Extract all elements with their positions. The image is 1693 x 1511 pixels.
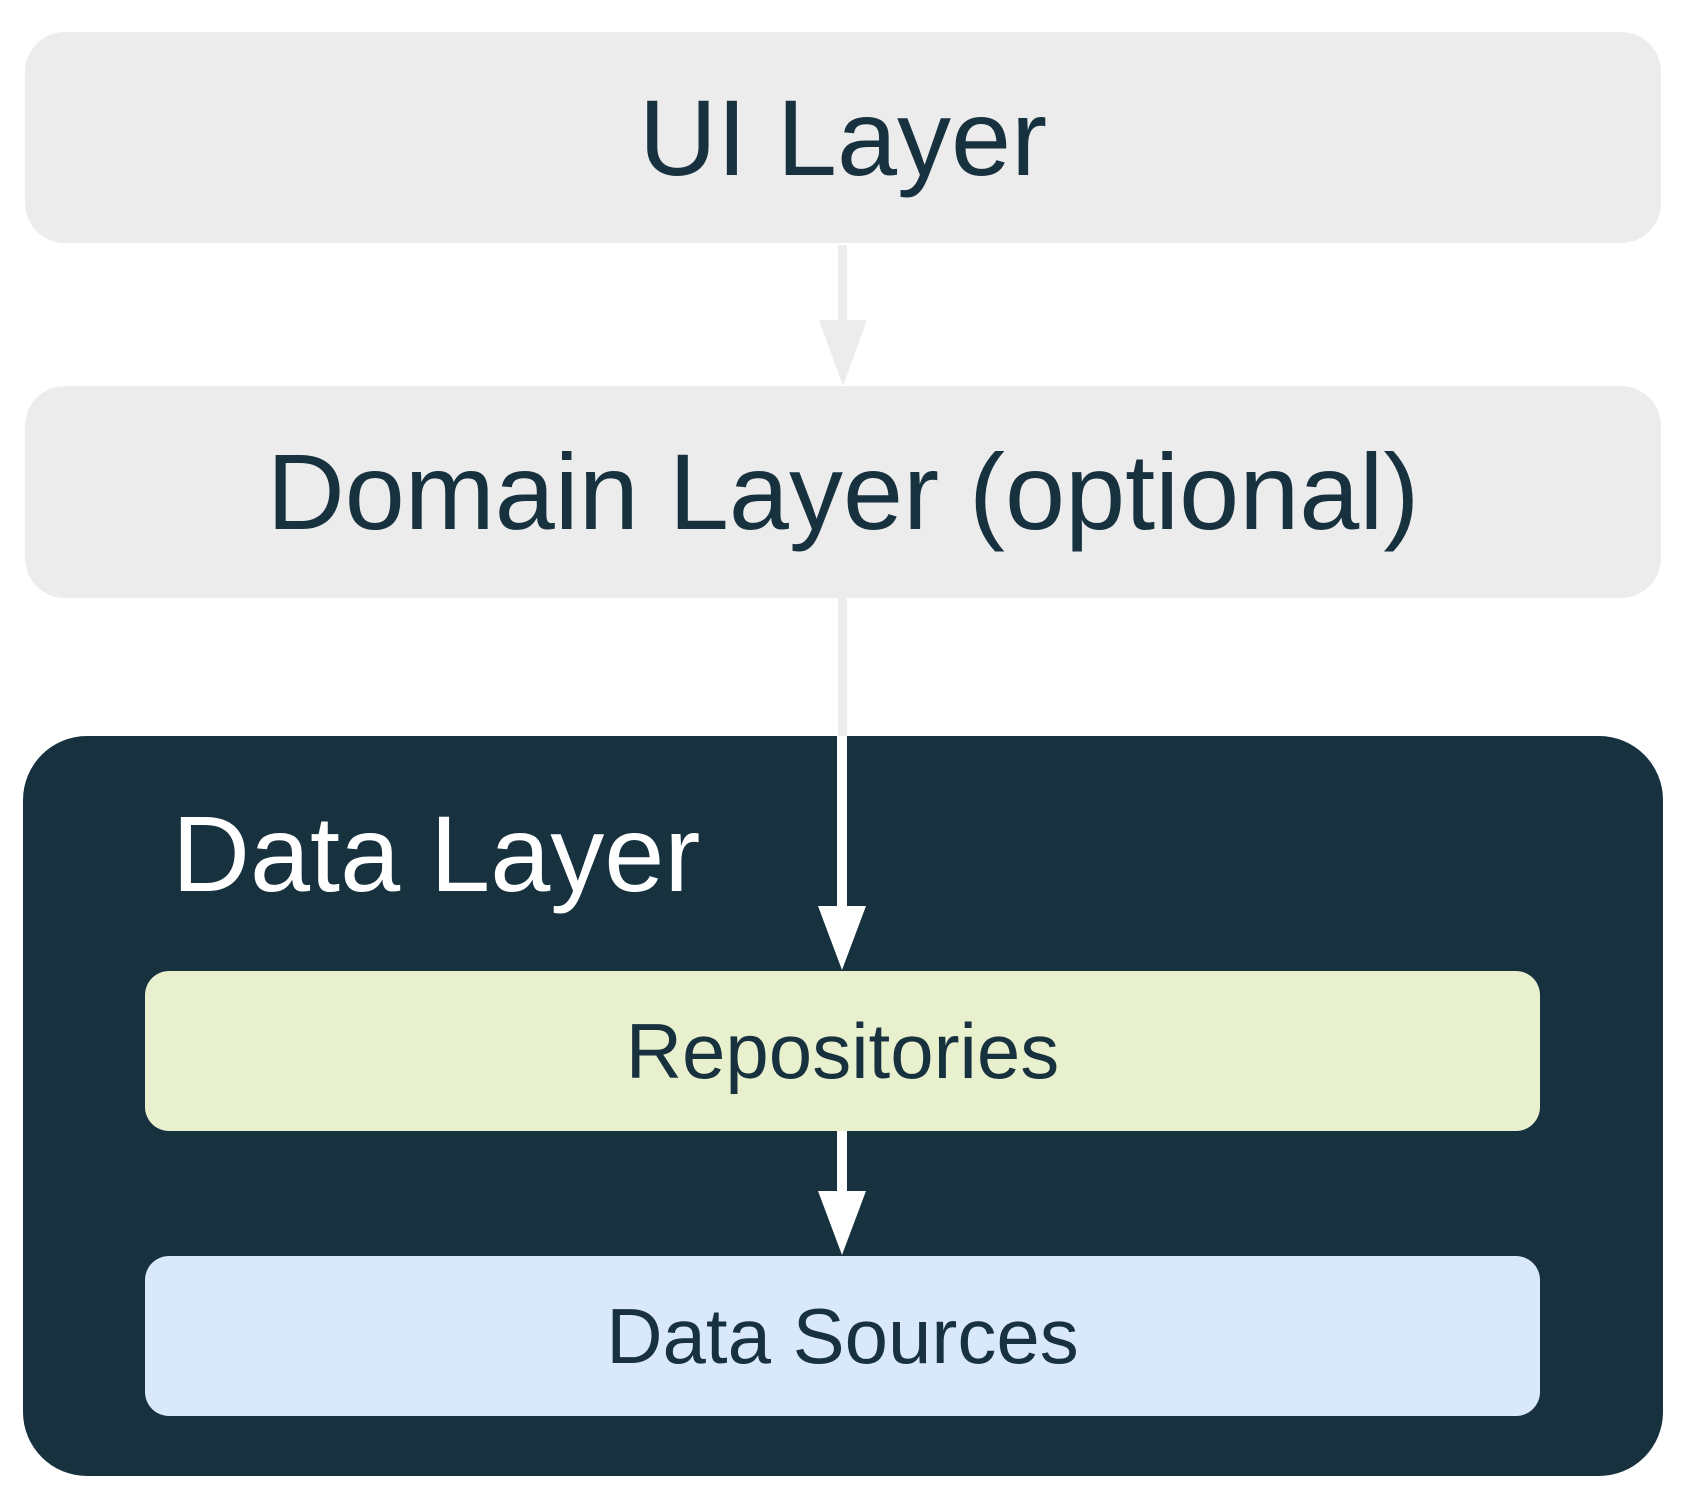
repositories-label: Repositories: [625, 1007, 1060, 1095]
arrow-domain-to-data-stem-upper: [838, 598, 847, 737]
arrow-domain-to-data-stem-lower: [837, 736, 847, 908]
arrow-down-icon: [819, 320, 867, 386]
arrow-repos-to-sources-stem: [837, 1131, 847, 1193]
node-repositories: Repositories: [145, 971, 1540, 1131]
node-data-sources: Data Sources: [145, 1256, 1540, 1416]
arrow-down-icon: [818, 1191, 866, 1255]
arrow-ui-to-domain-stem: [838, 245, 847, 322]
data-layer-label: Data Layer: [172, 793, 701, 914]
data-sources-label: Data Sources: [606, 1292, 1079, 1380]
node-domain-layer: Domain Layer (optional): [25, 386, 1661, 598]
arrow-down-icon: [818, 906, 866, 970]
node-ui-layer: UI Layer: [25, 32, 1661, 243]
ui-layer-label: UI Layer: [638, 76, 1048, 198]
domain-layer-label: Domain Layer (optional): [266, 431, 1420, 552]
data-layer-title: Data Layer: [172, 736, 700, 972]
